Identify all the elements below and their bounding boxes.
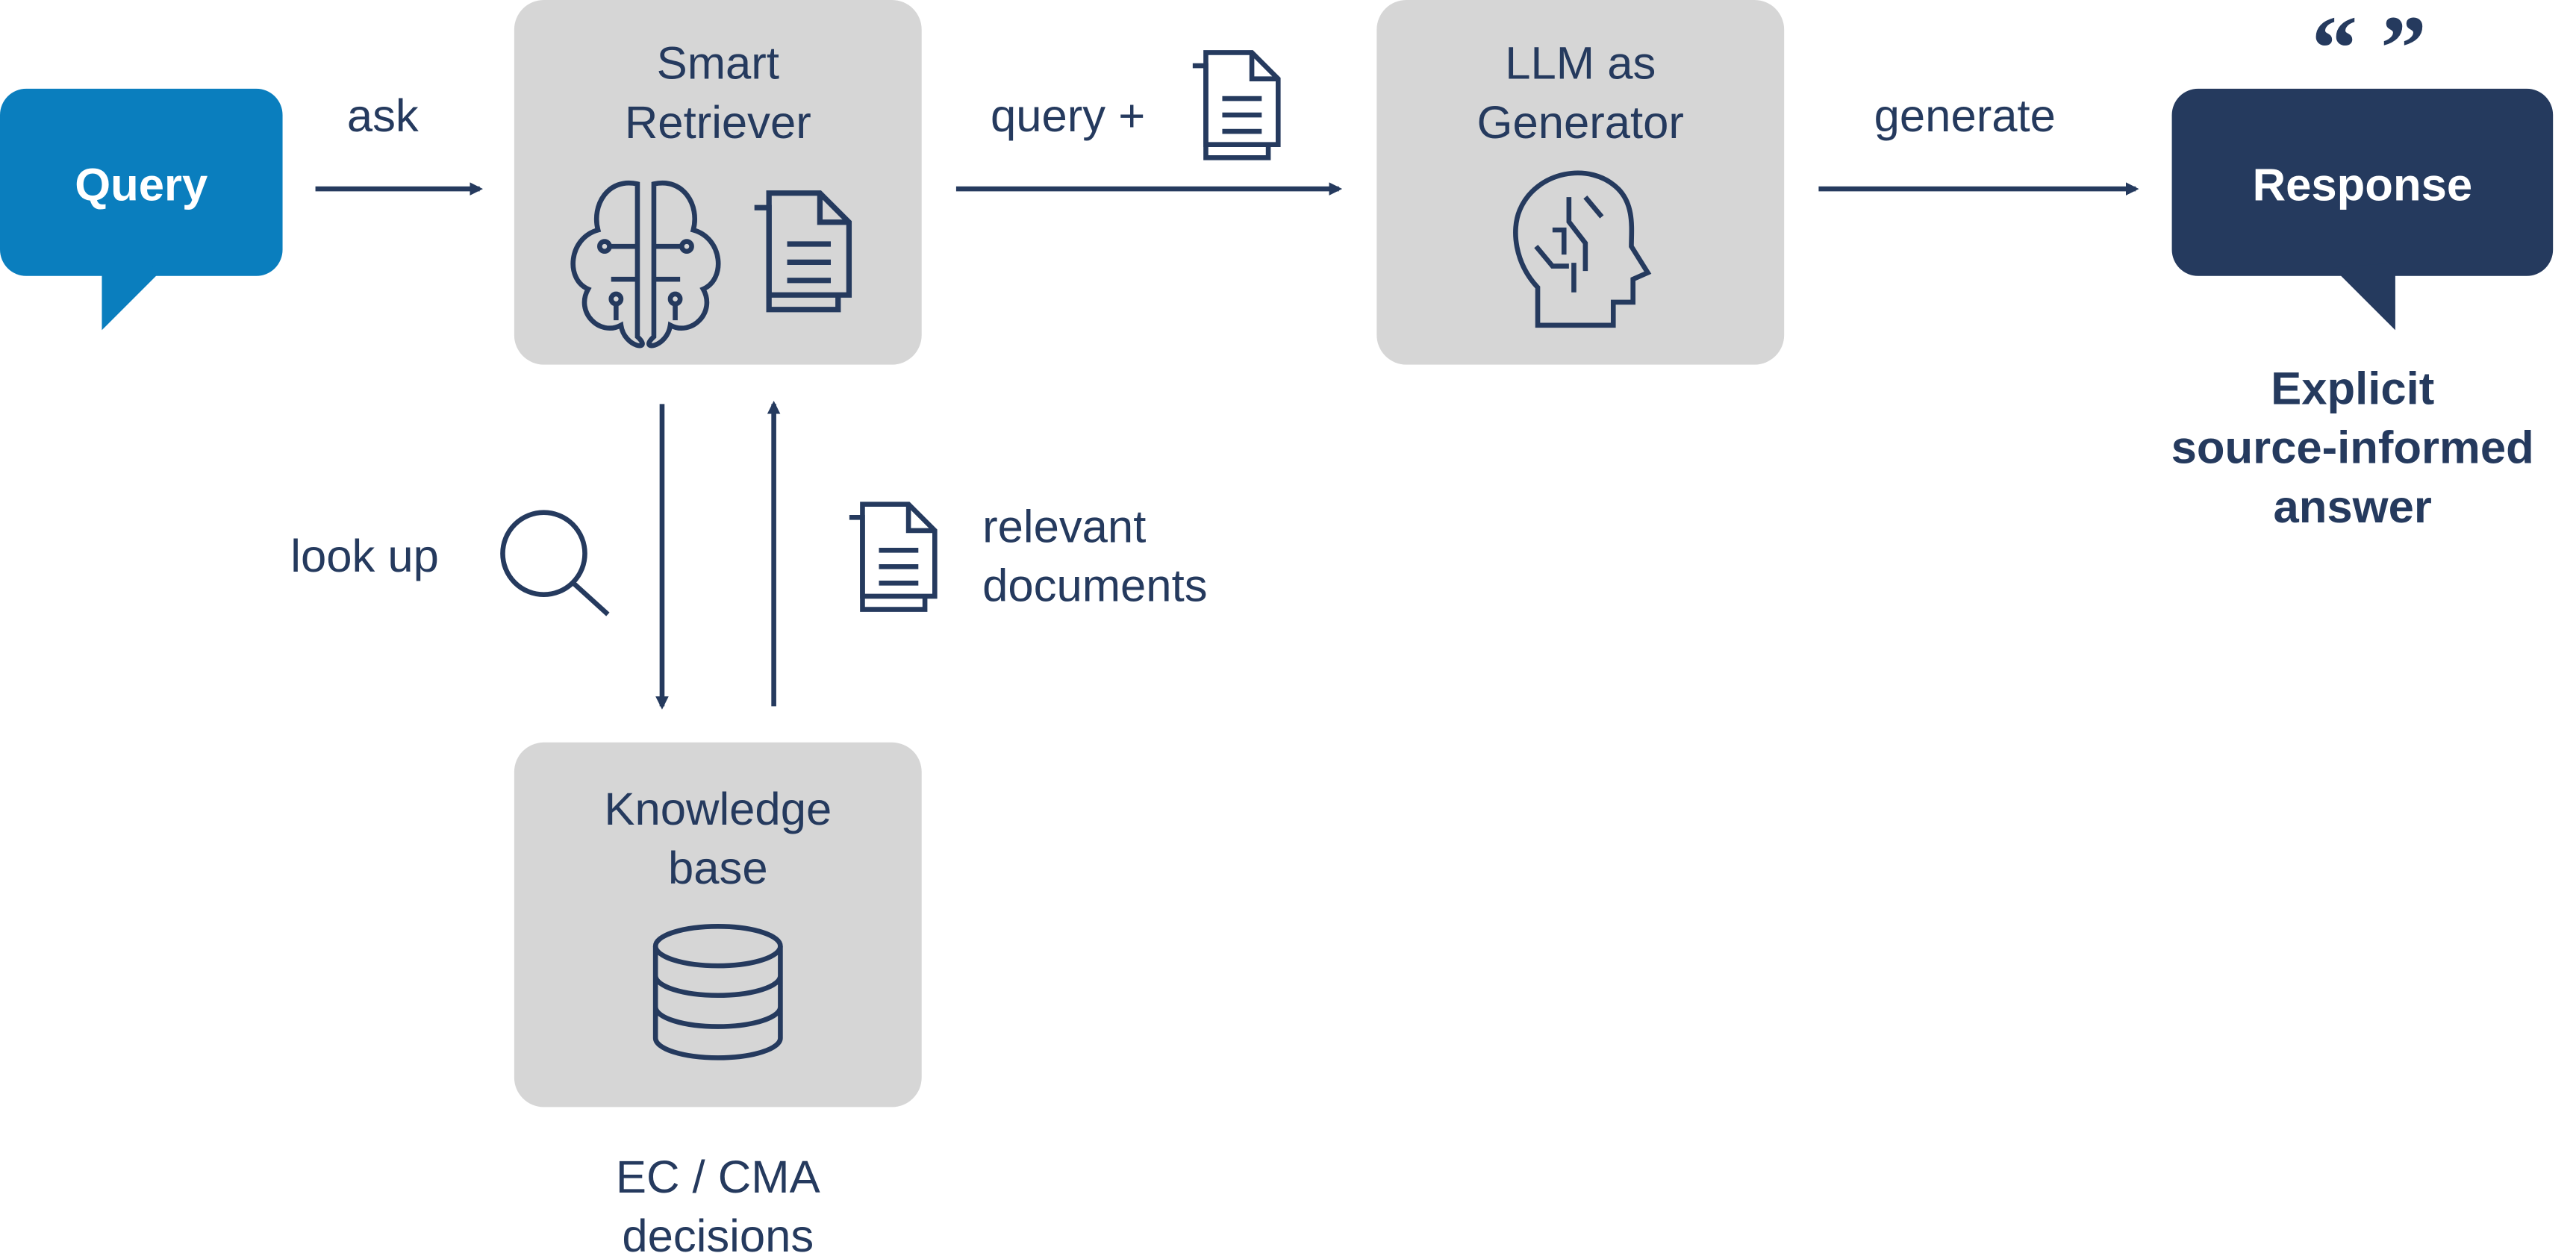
ask-label: ask bbox=[347, 90, 419, 142]
generator-title-line2: Generator bbox=[1477, 97, 1684, 149]
magnifier-icon bbox=[500, 510, 610, 616]
response-caption-line3: answer bbox=[2274, 481, 2432, 533]
generate-label: generate bbox=[1874, 90, 2056, 142]
brain-circuit-icon bbox=[570, 180, 721, 349]
relevant-label-line2: documents bbox=[982, 560, 1207, 612]
response-caption-line2: source-informed bbox=[2171, 422, 2534, 474]
knowledge-title-line1: Knowledge bbox=[604, 784, 832, 835]
knowledge-title-line2: base bbox=[668, 843, 768, 894]
knowledge-caption-line1: EC / CMA bbox=[616, 1152, 820, 1203]
query-plus-label: query + bbox=[991, 90, 1145, 142]
relevant-label-line1: relevant bbox=[982, 501, 1146, 552]
look-up-label: look up bbox=[290, 531, 439, 582]
llm-generator-box: LLM as Generator bbox=[1376, 0, 1785, 365]
generator-title-line1: LLM as bbox=[1505, 38, 1656, 90]
query-bubble: Query bbox=[0, 88, 283, 331]
knowledge-caption-line2: decisions bbox=[622, 1210, 814, 1259]
response-bubble: Response bbox=[2171, 88, 2554, 331]
retriever-title-line1: Smart bbox=[657, 38, 779, 90]
response-caption-line1: Explicit bbox=[2271, 363, 2434, 414]
documents-icon bbox=[849, 504, 935, 610]
response-label: Response bbox=[2253, 160, 2472, 211]
documents-icon bbox=[1193, 52, 1278, 157]
retriever-title-line2: Retriever bbox=[625, 97, 811, 149]
smart-retriever-box: Smart Retriever bbox=[514, 0, 922, 365]
query-label: Query bbox=[75, 160, 208, 211]
database-icon bbox=[652, 924, 783, 1060]
quote-icon: “ ” bbox=[2312, 0, 2427, 99]
head-circuit-icon bbox=[1513, 170, 1652, 328]
knowledge-base-box: Knowledge base bbox=[514, 742, 922, 1108]
